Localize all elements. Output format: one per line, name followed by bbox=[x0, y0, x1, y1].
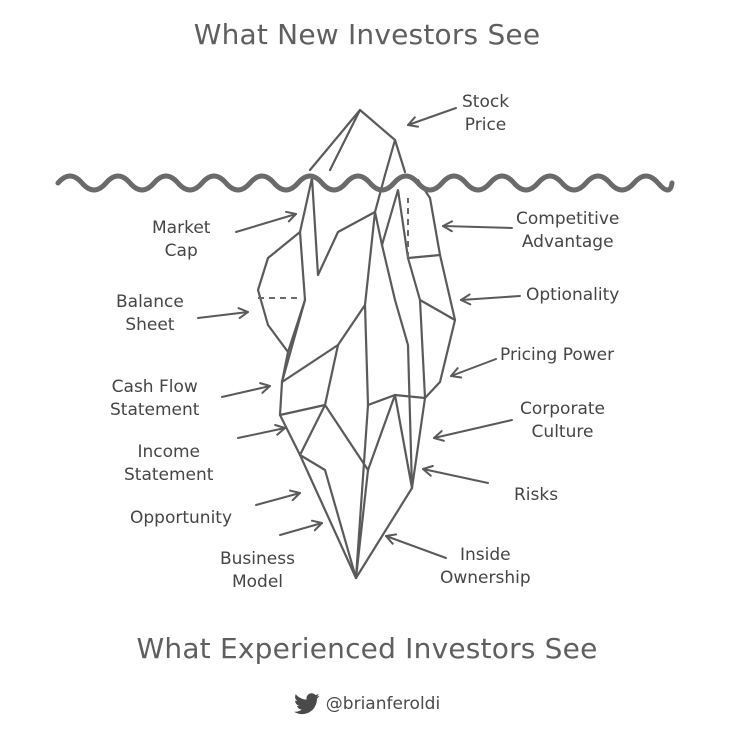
arrow-inside-ownership bbox=[385, 533, 447, 559]
arrow-stock-price bbox=[407, 107, 457, 128]
twitter-bird-icon bbox=[293, 693, 320, 715]
arrow-business-model bbox=[279, 519, 323, 536]
label-optionality: Optionality bbox=[526, 285, 620, 305]
arrow-pricing-power bbox=[450, 358, 497, 379]
arrow-cash-flow bbox=[221, 382, 271, 398]
bottom-title: What Experienced Investors See bbox=[136, 632, 598, 665]
arrow-market-cap bbox=[235, 210, 297, 233]
top-title: What New Investors See bbox=[193, 18, 541, 51]
iceberg-tip bbox=[308, 108, 407, 174]
iceberg bbox=[256, 108, 457, 580]
label-pricing-power: Pricing Power bbox=[500, 345, 615, 365]
arrow-balance-sheet bbox=[197, 307, 249, 320]
arrow-competitive-advantage bbox=[442, 220, 513, 233]
arrow-corporate-culture bbox=[433, 419, 513, 442]
arrow-income-statement bbox=[237, 423, 286, 439]
arrow-optionality bbox=[460, 293, 521, 306]
water-line bbox=[55, 173, 675, 193]
arrow-opportunity bbox=[255, 489, 301, 506]
author-handle[interactable]: @brianferoldi bbox=[0, 693, 734, 715]
label-opportunity: Opportunity bbox=[130, 508, 233, 528]
arrow-risks bbox=[422, 465, 489, 484]
label-risks: Risks bbox=[514, 485, 559, 505]
handle-text: @brianferoldi bbox=[325, 694, 441, 714]
